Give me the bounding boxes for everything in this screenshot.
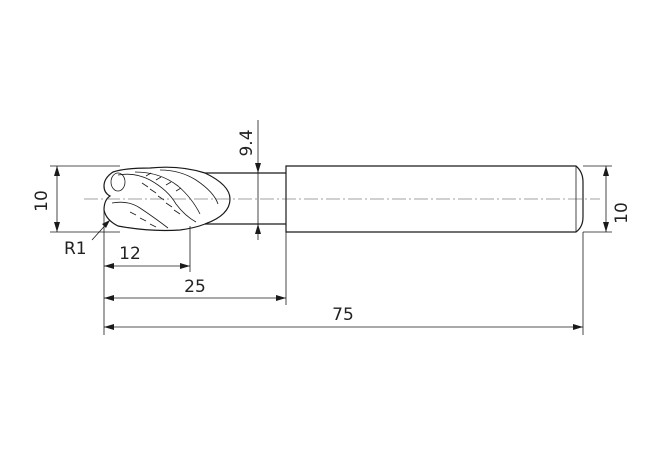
dim-head-diameter: 10 [32,166,60,232]
neck-outline [205,172,286,225]
shank-diameter-label: 10 [612,202,632,224]
overall-length-label: 75 [332,305,354,325]
flute-length-label: 12 [119,244,141,264]
dim-overall-length: 75 [104,305,583,330]
flute-3 [111,201,169,229]
flute-4 [159,169,219,205]
corner-radius-label: R1 [64,239,87,259]
shank-outline [285,165,584,233]
extension-lines [50,165,612,335]
head-diameter-label: 10 [32,190,52,212]
dim-flute-length: 12 [104,244,190,269]
dim-corner-radius: R1 [64,219,111,259]
serration-marks [129,172,182,228]
flute-2 [134,171,201,215]
flute-1 [117,173,197,223]
dim-shank-diameter: 10 [603,166,632,232]
tip-detail [110,172,126,192]
neck-length-label: 25 [184,277,206,297]
neck-diameter-label: 9.4 [237,129,257,156]
dim-neck-length: 25 [104,277,286,301]
dim-neck-diameter: 9.4 [237,120,261,240]
